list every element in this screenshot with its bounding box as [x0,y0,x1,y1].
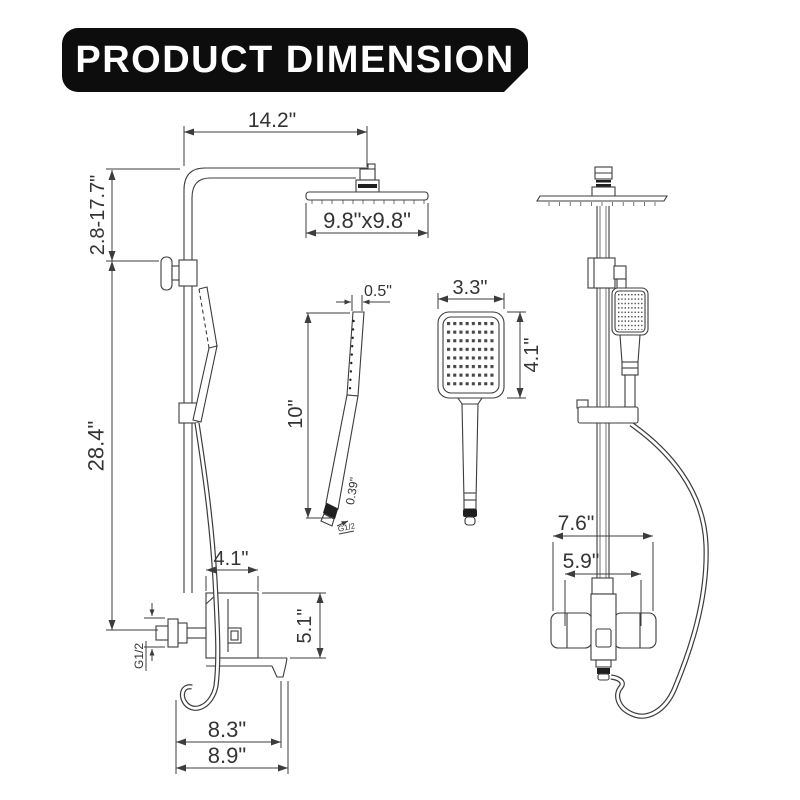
dim-arm-length: 14.2" [248,109,296,132]
handheld-front-view: 3.3" 4.1" [437,277,543,526]
dim-inlet-thread: G1/2 [132,643,146,669]
wall-bracket [160,256,198,291]
banner: PRODUCT DIMENSION [62,28,528,92]
front-mixer-valve [550,577,657,681]
shower-hose-front [610,421,709,719]
dim-total-length: 10" [285,399,307,428]
system-side-dimensions: 14.2" 2.8-17.7" 28.4" 9.8"x9.8" 4.1" 5.1… [84,109,429,774]
valve-handle [155,618,207,648]
front-slide-tray [576,399,639,424]
dim-head-thickness: 0.5" [364,283,392,300]
system-front-view: 7.6" 5.9" [536,166,709,719]
dim-valve-height: 5.1" [294,609,316,644]
handheld-side-dimensions: 0.5" 10" 0.39" G1/2 [285,283,392,535]
system-side-view: 14.2" 2.8-17.7" 28.4" 9.8"x9.8" 4.1" 5.1… [84,109,429,774]
hand-shower-side [192,286,218,423]
rain-shower-head [305,191,429,204]
dim-shower-head-size: 9.8"x9.8" [323,208,411,233]
dim-spout-reach: 8.3" [208,717,246,742]
system-front-dimensions: 7.6" 5.9" [552,512,654,626]
dim-bar-length: 28.4" [84,421,109,472]
dim-valve-overall-width: 7.6" [558,512,595,535]
hand-shower-handle-front [456,397,484,526]
front-wall-bracket [587,257,627,290]
handheld-side-view: 0.5" 10" 0.39" G1/2 [285,283,392,535]
shower-hose-side [179,422,221,711]
banner-title: PRODUCT DIMENSION [75,38,515,81]
shower-head-connector [355,168,380,193]
hand-shower-wand [320,311,365,527]
dim-height-adjust-range: 2.8-17.7" [87,175,109,256]
dim-handheld-thread: G1/2 [337,521,356,534]
hand-shower-face [437,311,505,399]
dim-valve-width: 4.1" [214,548,249,570]
dim-handle-span: 5.9" [563,550,600,573]
dim-head-width: 3.3" [453,277,488,299]
front-hand-shower [611,287,649,408]
dim-overall-reach: 8.9" [208,743,246,768]
front-rain-head-edge [536,195,668,206]
front-head-connector [591,166,616,198]
dim-head-height: 4.1" [521,338,543,373]
dim-connector-diameter: 0.39" [343,476,362,506]
handheld-front-dimensions: 3.3" 4.1" [437,277,543,399]
